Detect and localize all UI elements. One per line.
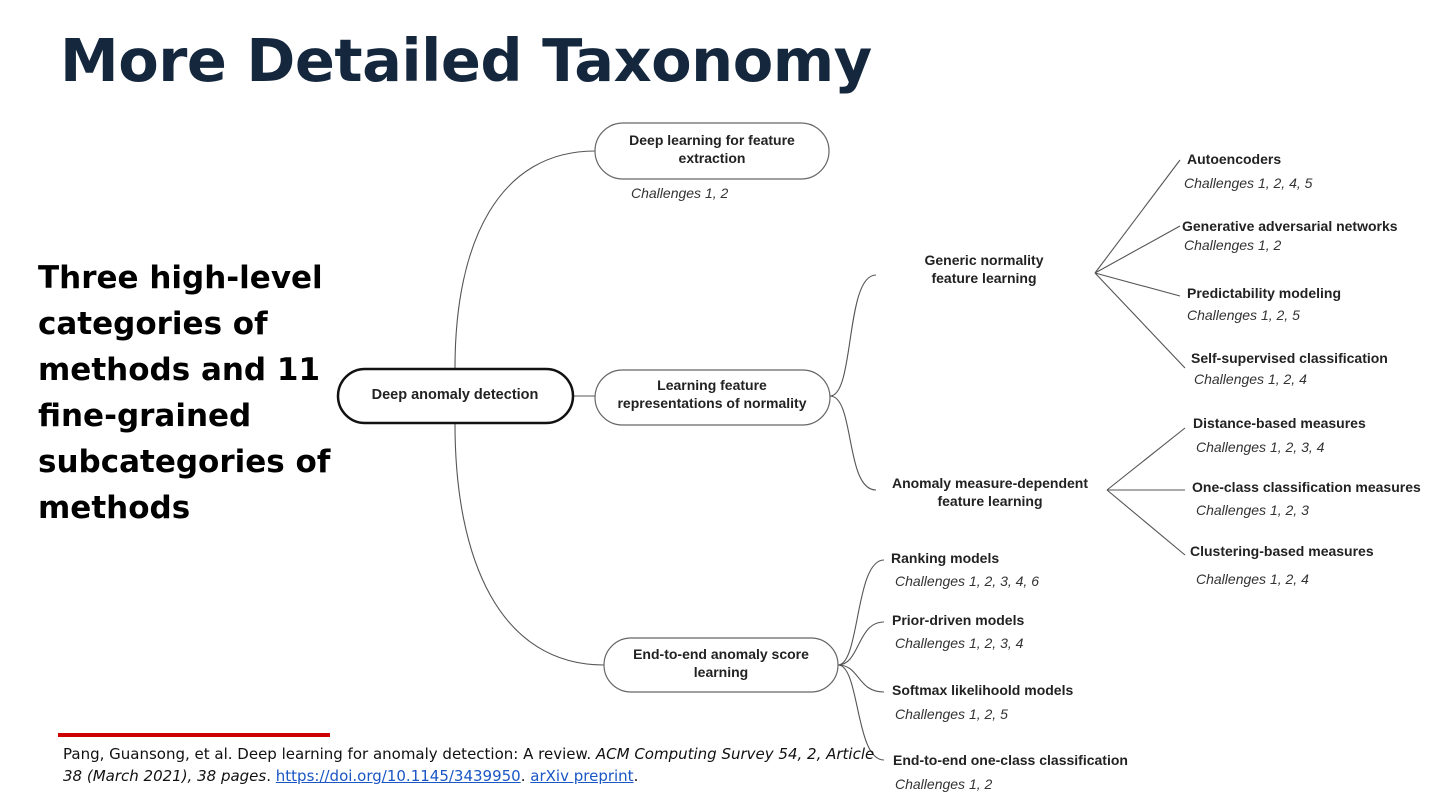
- connector: [1094, 272, 1181, 297]
- citation-separator: .: [520, 767, 531, 785]
- challenges-label: Challenges 1, 2, 3, 4: [895, 635, 1024, 651]
- citation-separator: .: [266, 767, 276, 785]
- root-label: Deep anomaly detection: [372, 387, 539, 403]
- connector: [1106, 489, 1186, 556]
- challenges-label: Challenges 1, 2, 5: [895, 706, 1008, 722]
- citation-authors: Pang, Guansong, et al. Deep learning for…: [63, 745, 596, 763]
- connector: [1094, 159, 1181, 274]
- connector: [829, 395, 877, 491]
- category-label: End-to-end anomaly score: [633, 646, 809, 662]
- challenges-label: Challenges 1, 2, 3, 4, 6: [895, 573, 1039, 589]
- challenges-label: Challenges 1, 2: [1184, 237, 1282, 253]
- leaf-label: Self-supervised classification: [1191, 350, 1388, 366]
- doi-link[interactable]: https://doi.org/10.1145/3439950: [275, 767, 521, 785]
- category-node-normality: [594, 369, 831, 426]
- connector: [454, 150, 596, 369]
- leaf-label: Prior-driven models: [892, 612, 1024, 628]
- category-label: extraction: [679, 150, 746, 166]
- summary-line: categories of: [38, 306, 268, 342]
- root-node: [336, 367, 575, 425]
- connector: [837, 664, 885, 761]
- subgroup-label: Generic normality: [924, 252, 1043, 268]
- citation: Pang, Guansong, et al. Deep learning for…: [63, 743, 883, 787]
- subgroup-label: feature learning: [931, 270, 1036, 286]
- connector: [837, 621, 885, 666]
- challenges-label: Challenges 1, 2, 3, 4: [1196, 439, 1325, 455]
- connector: [837, 559, 885, 666]
- challenges-label: Challenges 1, 2, 4: [1196, 571, 1309, 587]
- summary-line: methods: [38, 490, 191, 526]
- leaf-label: Predictability modeling: [1187, 285, 1341, 301]
- leaf-label: Distance-based measures: [1193, 415, 1366, 431]
- subgroup-label: feature learning: [937, 493, 1042, 509]
- leaf-label: Clustering-based measures: [1190, 543, 1374, 559]
- challenges-label: Challenges 1, 2: [631, 185, 729, 201]
- subgroup-label: Anomaly measure-dependent: [892, 475, 1088, 491]
- connector: [1094, 272, 1186, 369]
- summary-text: Three high-level categories of methods a…: [38, 255, 338, 531]
- citation-venue: ACM Computing Survey 54, 2, Article 38 (…: [63, 745, 875, 785]
- leaf-label: One-class classification measures: [1192, 479, 1421, 495]
- summary-line: fine-grained: [38, 398, 252, 434]
- leaf-label: Generative adversarial networks: [1182, 218, 1398, 234]
- leaf-label: Softmax likelihoold models: [892, 682, 1073, 698]
- connector: [837, 664, 885, 693]
- leaf-label: Ranking models: [891, 550, 999, 566]
- connector: [1106, 427, 1186, 491]
- slide-title: More Detailed Taxonomy: [60, 26, 872, 95]
- arxiv-link[interactable]: arXiv preprint: [530, 767, 634, 785]
- challenges-label: Challenges 1, 2, 4, 5: [1184, 175, 1313, 191]
- connector-lines: [454, 150, 1186, 761]
- connector: [829, 274, 877, 397]
- challenges-label: Challenges 1, 2, 3: [1196, 502, 1309, 518]
- challenges-label: Challenges 1, 2: [895, 776, 993, 792]
- challenges-label: Challenges 1, 2, 5: [1187, 307, 1300, 323]
- summary-line: Three high-level: [38, 260, 323, 296]
- category-node-end-to-end: [603, 637, 839, 693]
- leaf-label: End-to-end one-class classification: [893, 752, 1128, 768]
- citation-divider: [58, 733, 330, 737]
- category-label: learning: [694, 664, 748, 680]
- category-label: Learning feature: [657, 377, 767, 393]
- summary-line: methods and 11: [38, 352, 321, 388]
- category-label: representations of normality: [617, 395, 806, 411]
- leaf-label: Autoencoders: [1187, 151, 1281, 167]
- category-label: Deep learning for feature: [629, 132, 795, 148]
- category-node-feature-extraction: [594, 122, 830, 180]
- citation-end: .: [633, 767, 639, 785]
- connector: [454, 423, 605, 666]
- challenges-label: Challenges 1, 2, 4: [1194, 371, 1307, 387]
- summary-line: subcategories of: [38, 444, 331, 480]
- connector: [1094, 225, 1181, 274]
